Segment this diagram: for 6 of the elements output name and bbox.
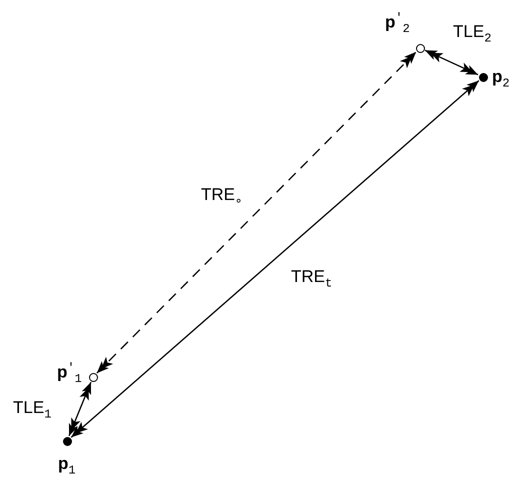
point-label: p$_{2}$ xyxy=(492,68,510,90)
filled-point-marker xyxy=(478,72,488,82)
open-point-marker xyxy=(88,372,98,382)
point-label: p$_{1}$ xyxy=(58,455,76,476)
open-point-marker xyxy=(416,44,424,52)
filled-point-marker xyxy=(62,436,72,446)
